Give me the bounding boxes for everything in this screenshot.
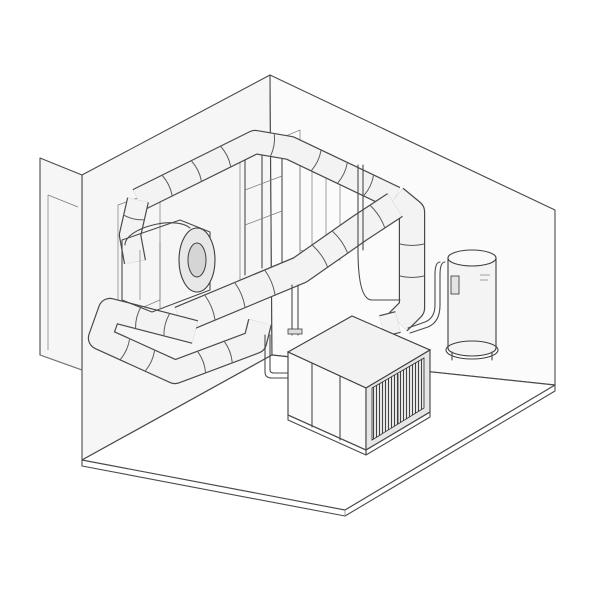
duct-band <box>264 270 276 295</box>
duct-band <box>399 243 425 246</box>
duct-band <box>163 313 170 336</box>
duct-band <box>161 175 173 196</box>
duct-band <box>124 214 144 221</box>
blower-fan-icon <box>121 219 216 313</box>
duct-back-upper <box>132 129 401 211</box>
duct-band <box>204 295 216 320</box>
duct-riser-left <box>118 197 149 265</box>
duct-band <box>145 350 156 372</box>
water-heater-icon <box>445 249 499 361</box>
left-wall-stub <box>39 157 83 371</box>
duct-to-condenser <box>379 311 401 337</box>
duct-band <box>312 244 328 267</box>
small-pipes <box>264 164 446 379</box>
duct-band <box>120 339 131 360</box>
duct-band <box>332 230 348 253</box>
duct-band <box>224 341 233 363</box>
ductwork <box>87 129 426 385</box>
duct-band <box>399 275 425 278</box>
duct-main-diagonal <box>174 193 403 334</box>
duct-band <box>370 205 386 228</box>
duct-band <box>311 150 322 171</box>
tank-control-panel <box>450 275 460 295</box>
duct-band <box>197 351 207 373</box>
duct-band <box>191 160 202 181</box>
duct-band <box>363 175 374 196</box>
duct-loop-lower <box>87 297 272 385</box>
duct-band <box>135 306 142 328</box>
duct-band <box>270 134 276 157</box>
duct-band <box>234 282 246 308</box>
duct-band <box>337 162 348 184</box>
duct-right-drop <box>386 187 426 332</box>
condenser-unit-icon <box>286 315 432 456</box>
duct-band <box>220 146 232 167</box>
